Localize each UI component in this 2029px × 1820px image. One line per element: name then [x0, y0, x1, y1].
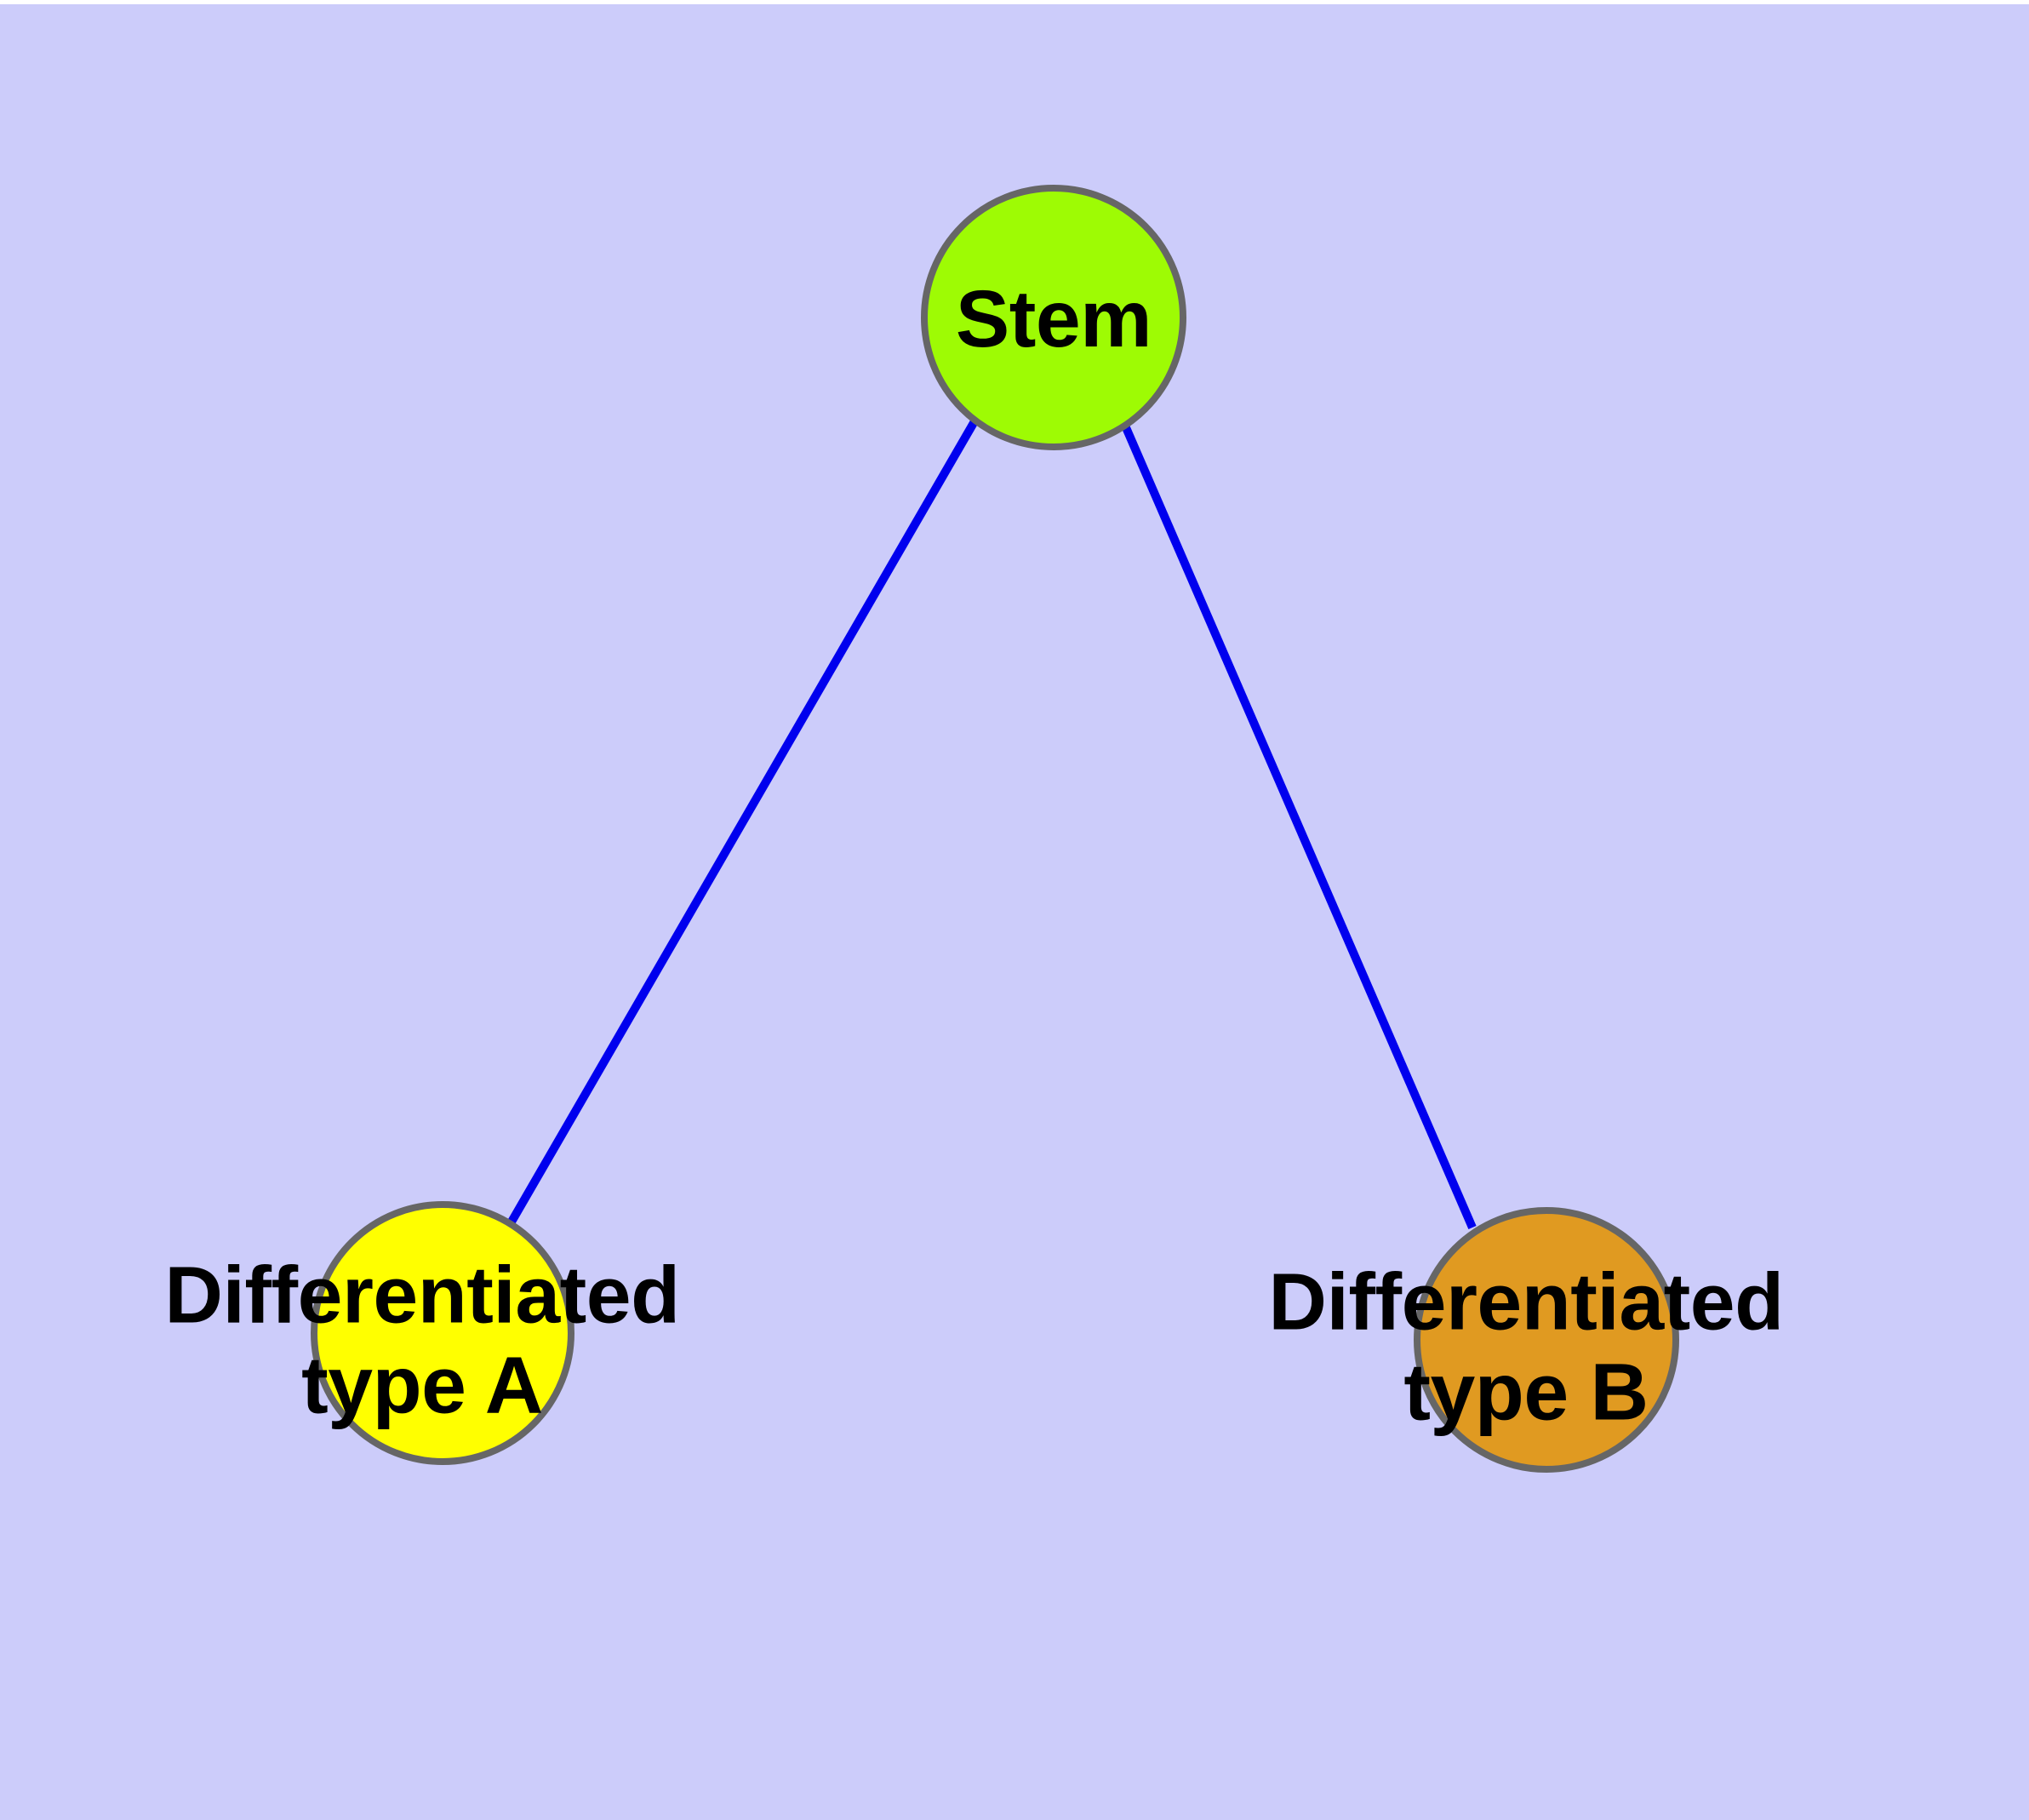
- node-differentiated-type-b[interactable]: [1414, 1207, 1679, 1473]
- edge-stem-to-diff-a[interactable]: [506, 419, 979, 1226]
- node-layer: [311, 185, 1679, 1473]
- edge-layer: [506, 419, 1477, 1229]
- edge-stem-to-diff-b[interactable]: [1121, 424, 1477, 1229]
- node-stem[interactable]: [921, 185, 1186, 450]
- node-differentiated-type-a[interactable]: [311, 1201, 574, 1465]
